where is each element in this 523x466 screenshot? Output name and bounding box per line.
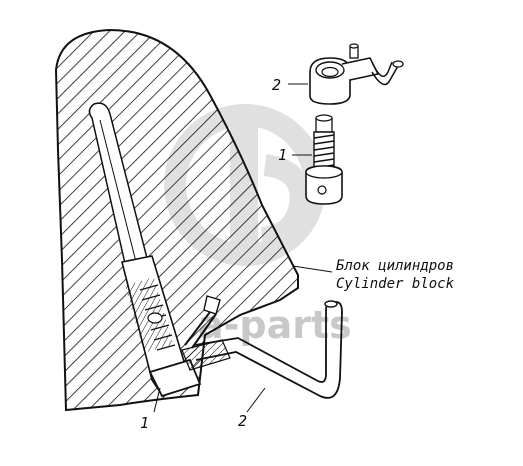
- leader-lines: [153, 83, 333, 413]
- fixing-bolt: [184, 295, 221, 349]
- oil-nozzle-installed: [194, 300, 343, 399]
- callout-2-bottom: 2: [238, 412, 247, 430]
- oil-nozzle-part: [309, 43, 404, 105]
- block-label-en: Cylinder block: [336, 276, 455, 292]
- jet-valve-installed: [121, 255, 231, 398]
- oil-channel: [88, 102, 149, 269]
- callout-2-top: 2: [272, 76, 281, 94]
- block-label-ru: Блок цилиндров: [336, 258, 454, 274]
- callout-1-top: 1: [278, 146, 287, 164]
- callout-1-bottom: 1: [140, 414, 149, 432]
- jet-valve-part: [305, 114, 343, 205]
